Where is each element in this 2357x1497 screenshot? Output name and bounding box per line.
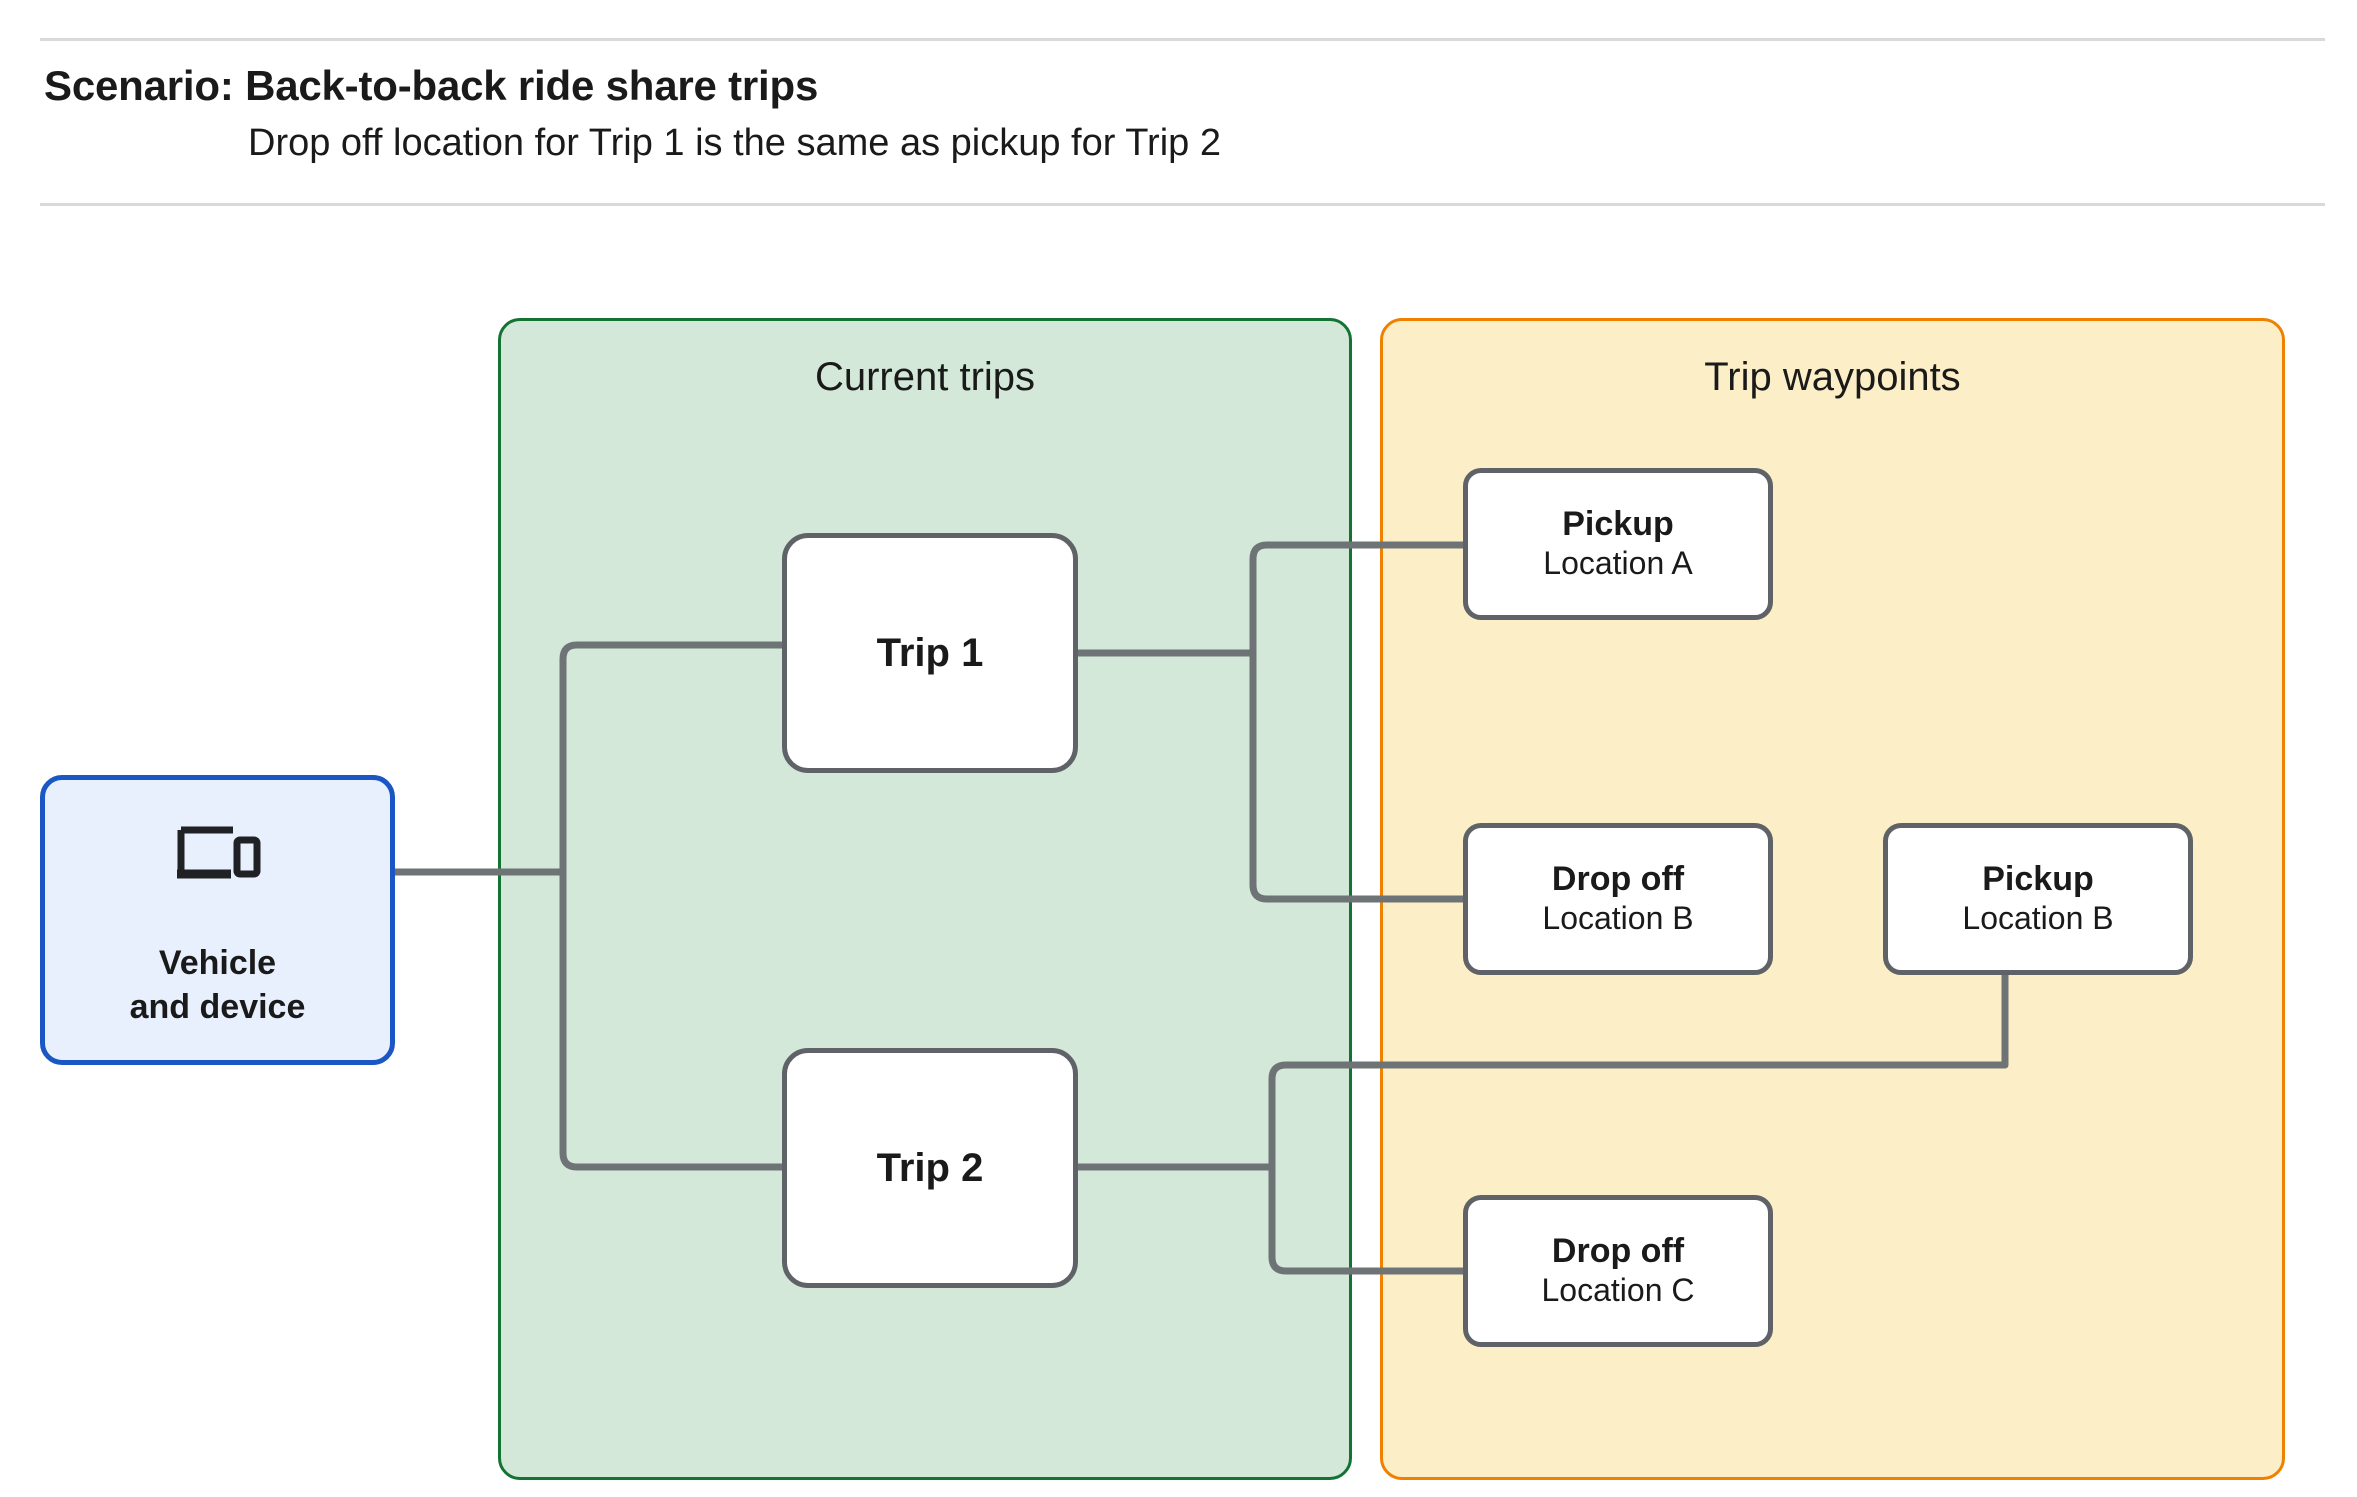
panel-current-trips-title: Current trips — [814, 355, 1036, 399]
panel-trip-waypoints-title: Trip waypoints — [1704, 355, 1961, 399]
node-waypoint-dropoff-c[interactable]: Drop off Location C — [1463, 1195, 1773, 1347]
header-bottom-divider — [40, 203, 2325, 206]
devices-icon — [176, 826, 260, 879]
waypoint-pickup-a-location: Location A — [1543, 545, 1693, 582]
page-title: Scenario: Back-to-back ride share trips — [44, 62, 819, 109]
waypoint-dropoff-c-location: Location C — [1541, 1272, 1695, 1309]
wire-bus-to-trip-1 — [559, 641, 782, 872]
trip-2-label: Trip 2 — [876, 1145, 984, 1190]
wire-bus-to-trip-2 — [559, 872, 782, 1171]
header-band: Scenario: Back-to-back ride share trips … — [0, 0, 2357, 208]
waypoint-dropoff-b-title: Drop off — [1551, 860, 1685, 899]
waypoint-pickup-b-location: Location B — [1962, 900, 2114, 937]
wire-trip-1-to-dropoff-b — [1249, 653, 1463, 903]
header-top-divider — [40, 38, 2325, 41]
page-subtitle: Drop off location for Trip 1 is the same… — [248, 122, 1221, 164]
node-waypoint-dropoff-b[interactable]: Drop off Location B — [1463, 823, 1773, 975]
wire-trip-2-to-pickup-b — [1268, 975, 2009, 1167]
waypoint-dropoff-c-title: Drop off — [1551, 1232, 1685, 1271]
waypoint-pickup-a-title: Pickup — [1562, 505, 1674, 544]
wire-trip-2-to-dropoff-c — [1268, 1167, 1463, 1275]
waypoint-pickup-b-title: Pickup — [1982, 860, 2094, 899]
node-waypoint-pickup-a[interactable]: Pickup Location A — [1463, 468, 1773, 620]
node-trip-1[interactable]: Trip 1 — [782, 533, 1078, 773]
node-trip-2[interactable]: Trip 2 — [782, 1048, 1078, 1288]
node-vehicle-and-device[interactable]: Vehicle and device — [40, 775, 395, 1065]
wire-trip-1-to-pickup-a — [1249, 541, 1463, 653]
trip-1-label: Trip 1 — [876, 630, 984, 675]
vehicle-label: Vehicle and device — [129, 944, 306, 1026]
waypoint-dropoff-b-location: Location B — [1542, 900, 1694, 937]
node-waypoint-pickup-b[interactable]: Pickup Location B — [1883, 823, 2193, 975]
